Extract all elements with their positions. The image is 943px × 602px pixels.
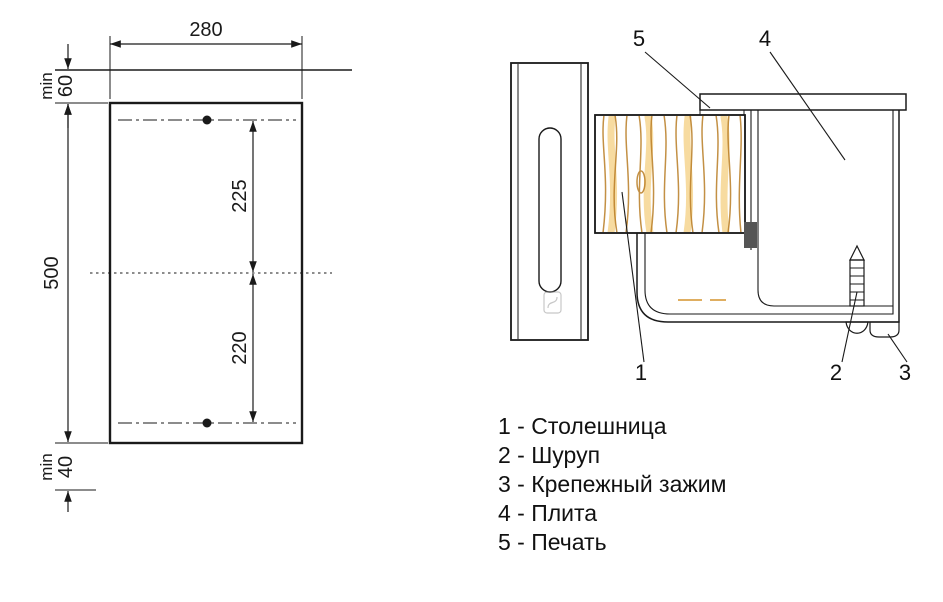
fixing-clamp	[869, 321, 900, 338]
fixing-clip-block	[744, 222, 757, 248]
dim-hole-top-label: 225	[229, 179, 251, 212]
callout-2: 2	[830, 360, 842, 385]
callout-1: 1	[635, 360, 647, 385]
hob-body-inner-shell	[644, 110, 894, 315]
legend-item-2: 2 - Шуруп	[498, 442, 600, 468]
screw-head	[845, 321, 869, 334]
countertop-outline	[594, 114, 746, 234]
hob-flange-wall	[757, 110, 893, 307]
legend: 1 - Столешница 2 - Шуруп 3 - Крепежный з…	[498, 413, 726, 555]
seal-gasket	[699, 109, 745, 116]
legend-item-4: 4 - Плита	[498, 500, 597, 526]
callout-5: 5	[633, 26, 645, 51]
cabinet-side-panel	[510, 62, 589, 341]
dim-min-bottom-value: 40	[55, 456, 77, 478]
callout-3: 3	[899, 360, 911, 385]
wood-grain	[602, 116, 742, 232]
ventilation-slot	[538, 127, 562, 293]
dim-hole-bottom-label: 220	[229, 331, 251, 364]
screw-hole-top	[202, 115, 212, 125]
hob-body-outer-shell	[636, 110, 900, 323]
leader-line-2	[841, 291, 858, 363]
callout-4: 4	[759, 26, 771, 51]
legend-item-3: 3 - Крепежный зажим	[498, 471, 726, 497]
leader-line-5	[644, 51, 711, 109]
dim-min-top-value: 60	[55, 75, 77, 97]
leader-line-3	[887, 333, 908, 363]
dim-min-top-label: min	[37, 72, 56, 99]
leader-line-1	[621, 191, 645, 363]
fixing-screw	[845, 244, 869, 334]
leader-line-4	[769, 51, 846, 161]
hob-top-plate	[699, 93, 907, 111]
screw-hole-bottom	[202, 418, 212, 428]
dim-min-bottom-label: min	[37, 453, 56, 480]
cross-section-drawing: 5 4 1 2 3	[510, 26, 911, 385]
dim-width-label: 280	[189, 19, 222, 41]
legend-item-1: 1 - Столешница	[498, 413, 667, 439]
legend-item-5: 5 - Печать	[498, 529, 607, 555]
cutout-dimension-drawing: 280 min 60 500 min 40 225 220	[37, 19, 352, 512]
callouts: 5 4 1 2 3	[621, 26, 911, 385]
dim-height-label: 500	[41, 256, 63, 289]
brand-mark	[543, 291, 562, 314]
